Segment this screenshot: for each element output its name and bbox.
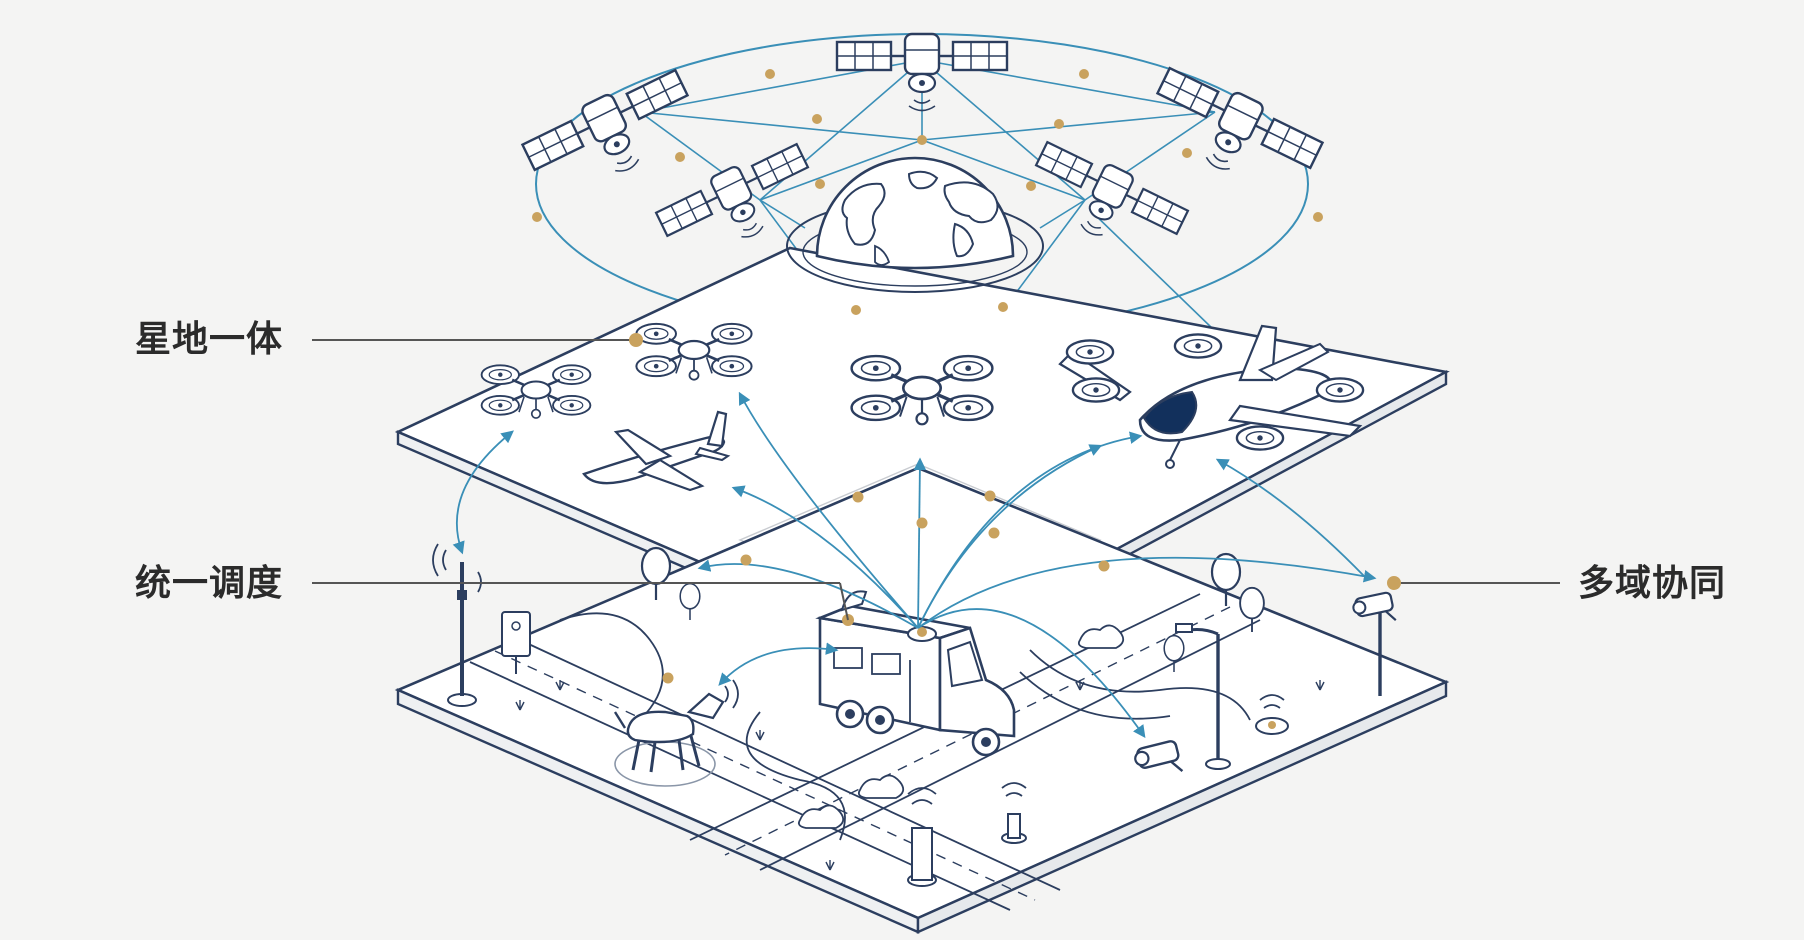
sensor-bollard-icon: [907, 787, 937, 887]
command-vehicle-icon: [815, 590, 1016, 757]
satellite-icon: [1140, 61, 1326, 204]
sensor-bollard-icon: [1001, 782, 1027, 844]
label-star-ground-integration: 星地一体: [135, 319, 284, 360]
sign-board-icon: [501, 611, 531, 674]
label-unified-dispatch: 统一调度: [135, 563, 284, 604]
dispatch-nodes: [662, 490, 1110, 684]
orbit-nodes: [532, 69, 1323, 315]
cctv-camera-icon: [1350, 590, 1397, 696]
beacon-icon: [1255, 694, 1289, 735]
evtol-aircraft-icon: [1058, 324, 1365, 469]
satellite-icon: [519, 63, 705, 206]
globe-icon: [786, 156, 1044, 293]
callout-lines: [312, 339, 1560, 621]
sensor-pole-icon: [432, 543, 482, 707]
bushes: [797, 624, 1125, 829]
robot-dog-icon: [613, 679, 739, 787]
satellite-icon: [1020, 136, 1191, 268]
street-lamp-icon: [1175, 623, 1231, 770]
label-multi-domain-collaboration: 多域协同: [1578, 563, 1727, 604]
callout-anchors: [629, 333, 1401, 590]
